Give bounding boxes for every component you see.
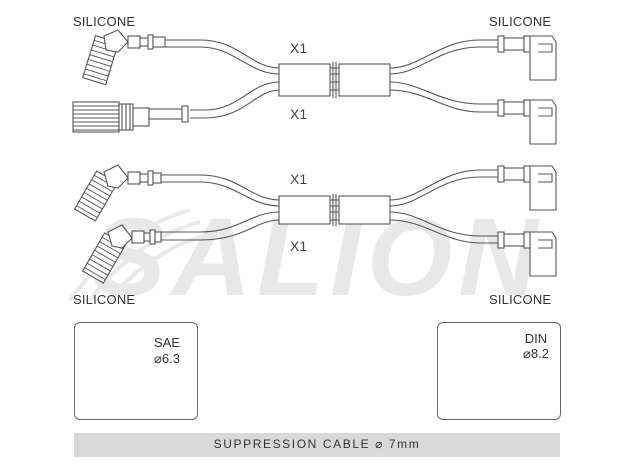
din-diameter: ⌀8.2 [523,346,549,361]
din-connector [497,35,557,81]
label-silicone-bottom-left: SILICONE [73,292,136,307]
cable-spec-bar: SUPPRESSION CABLE ⌀ 7mm [74,433,560,457]
cable-wire [190,89,498,119]
cable-clamp [338,195,391,225]
cable-wire [165,39,498,69]
cable-set-upper [165,39,498,119]
angled-plug-boot [81,29,166,86]
din-connector [497,99,557,145]
label-silicone-top-right: SILICONE [489,14,552,29]
din-title: DIN [524,331,548,346]
multiplier-label: X1 [290,238,308,254]
cable-clamp [278,63,331,97]
label-silicone-top-left: SILICONE [73,14,136,29]
label-silicone-bottom-right: SILICONE [489,292,552,307]
multiplier-label: X1 [290,171,308,187]
cable-wire [190,81,498,111]
cable-clamp [338,63,391,97]
cable-set-lower [160,169,498,244]
angled-plug-boot [73,164,162,222]
cable-spec-text: SUPPRESSION CABLE ⌀ 7mm [213,437,421,451]
multiplier-label: X1 [290,40,308,56]
din-terminal-box: DIN ⌀8.2 [437,322,561,420]
multiplier-label: X1 [290,106,308,122]
sae-terminal-box: SAE ⌀6.3 [74,322,198,420]
cable-clamp [278,195,331,225]
straight-plug-boot [72,101,189,133]
din-connector [497,231,557,277]
sae-diameter: ⌀6.3 [154,351,180,366]
angled-plug-boot [81,224,162,284]
din-connector [497,165,557,211]
sae-title: SAE [153,335,180,350]
cable-wire [165,46,498,75]
